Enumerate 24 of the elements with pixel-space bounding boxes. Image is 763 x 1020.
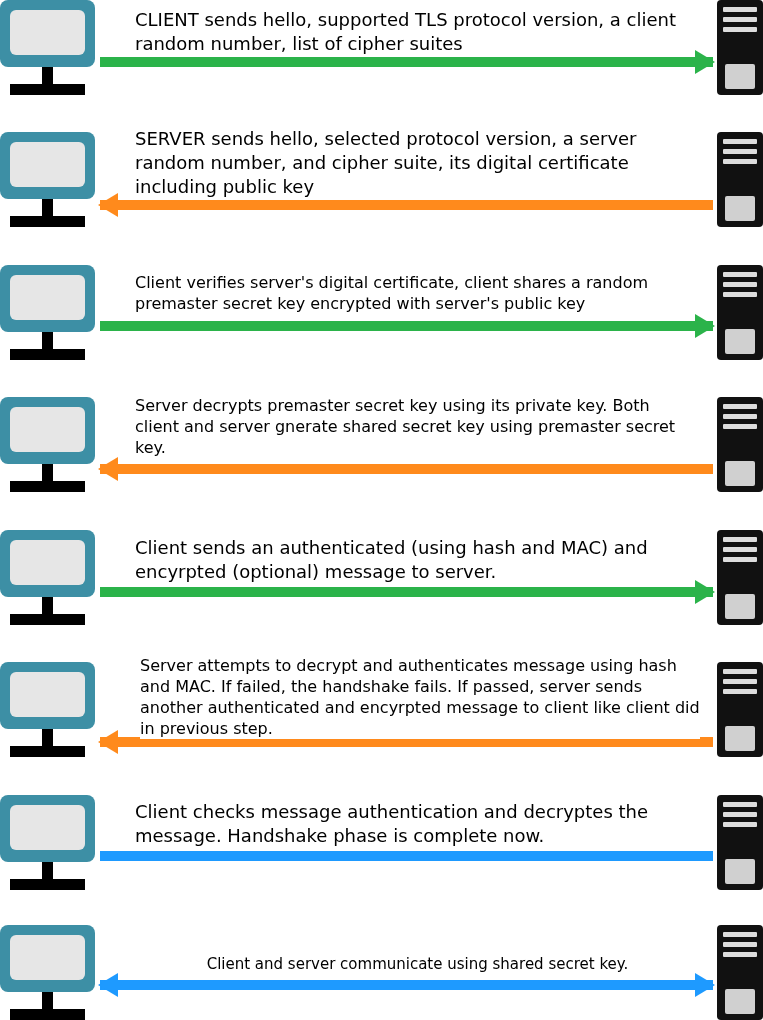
arrow (100, 50, 715, 74)
arrow (98, 193, 713, 217)
server-tower-icon (717, 530, 763, 625)
connector-line (100, 851, 713, 861)
server-tower-icon (717, 0, 763, 95)
computer-monitor-icon (0, 397, 95, 492)
computer-monitor-icon (0, 265, 95, 360)
computer-monitor-icon (0, 0, 95, 95)
computer-monitor-icon (0, 530, 95, 625)
computer-monitor-icon (0, 662, 95, 757)
arrow (100, 580, 715, 604)
arrow (98, 973, 715, 997)
server-tower-icon (717, 795, 763, 890)
computer-monitor-icon (0, 132, 95, 227)
server-tower-icon (717, 925, 763, 1020)
arrow (100, 314, 715, 338)
server-tower-icon (717, 265, 763, 360)
server-tower-icon (717, 662, 763, 757)
computer-monitor-icon (0, 795, 95, 890)
arrow (98, 730, 713, 754)
server-tower-icon (717, 397, 763, 492)
server-tower-icon (717, 132, 763, 227)
computer-monitor-icon (0, 925, 95, 1020)
arrow (98, 457, 713, 481)
